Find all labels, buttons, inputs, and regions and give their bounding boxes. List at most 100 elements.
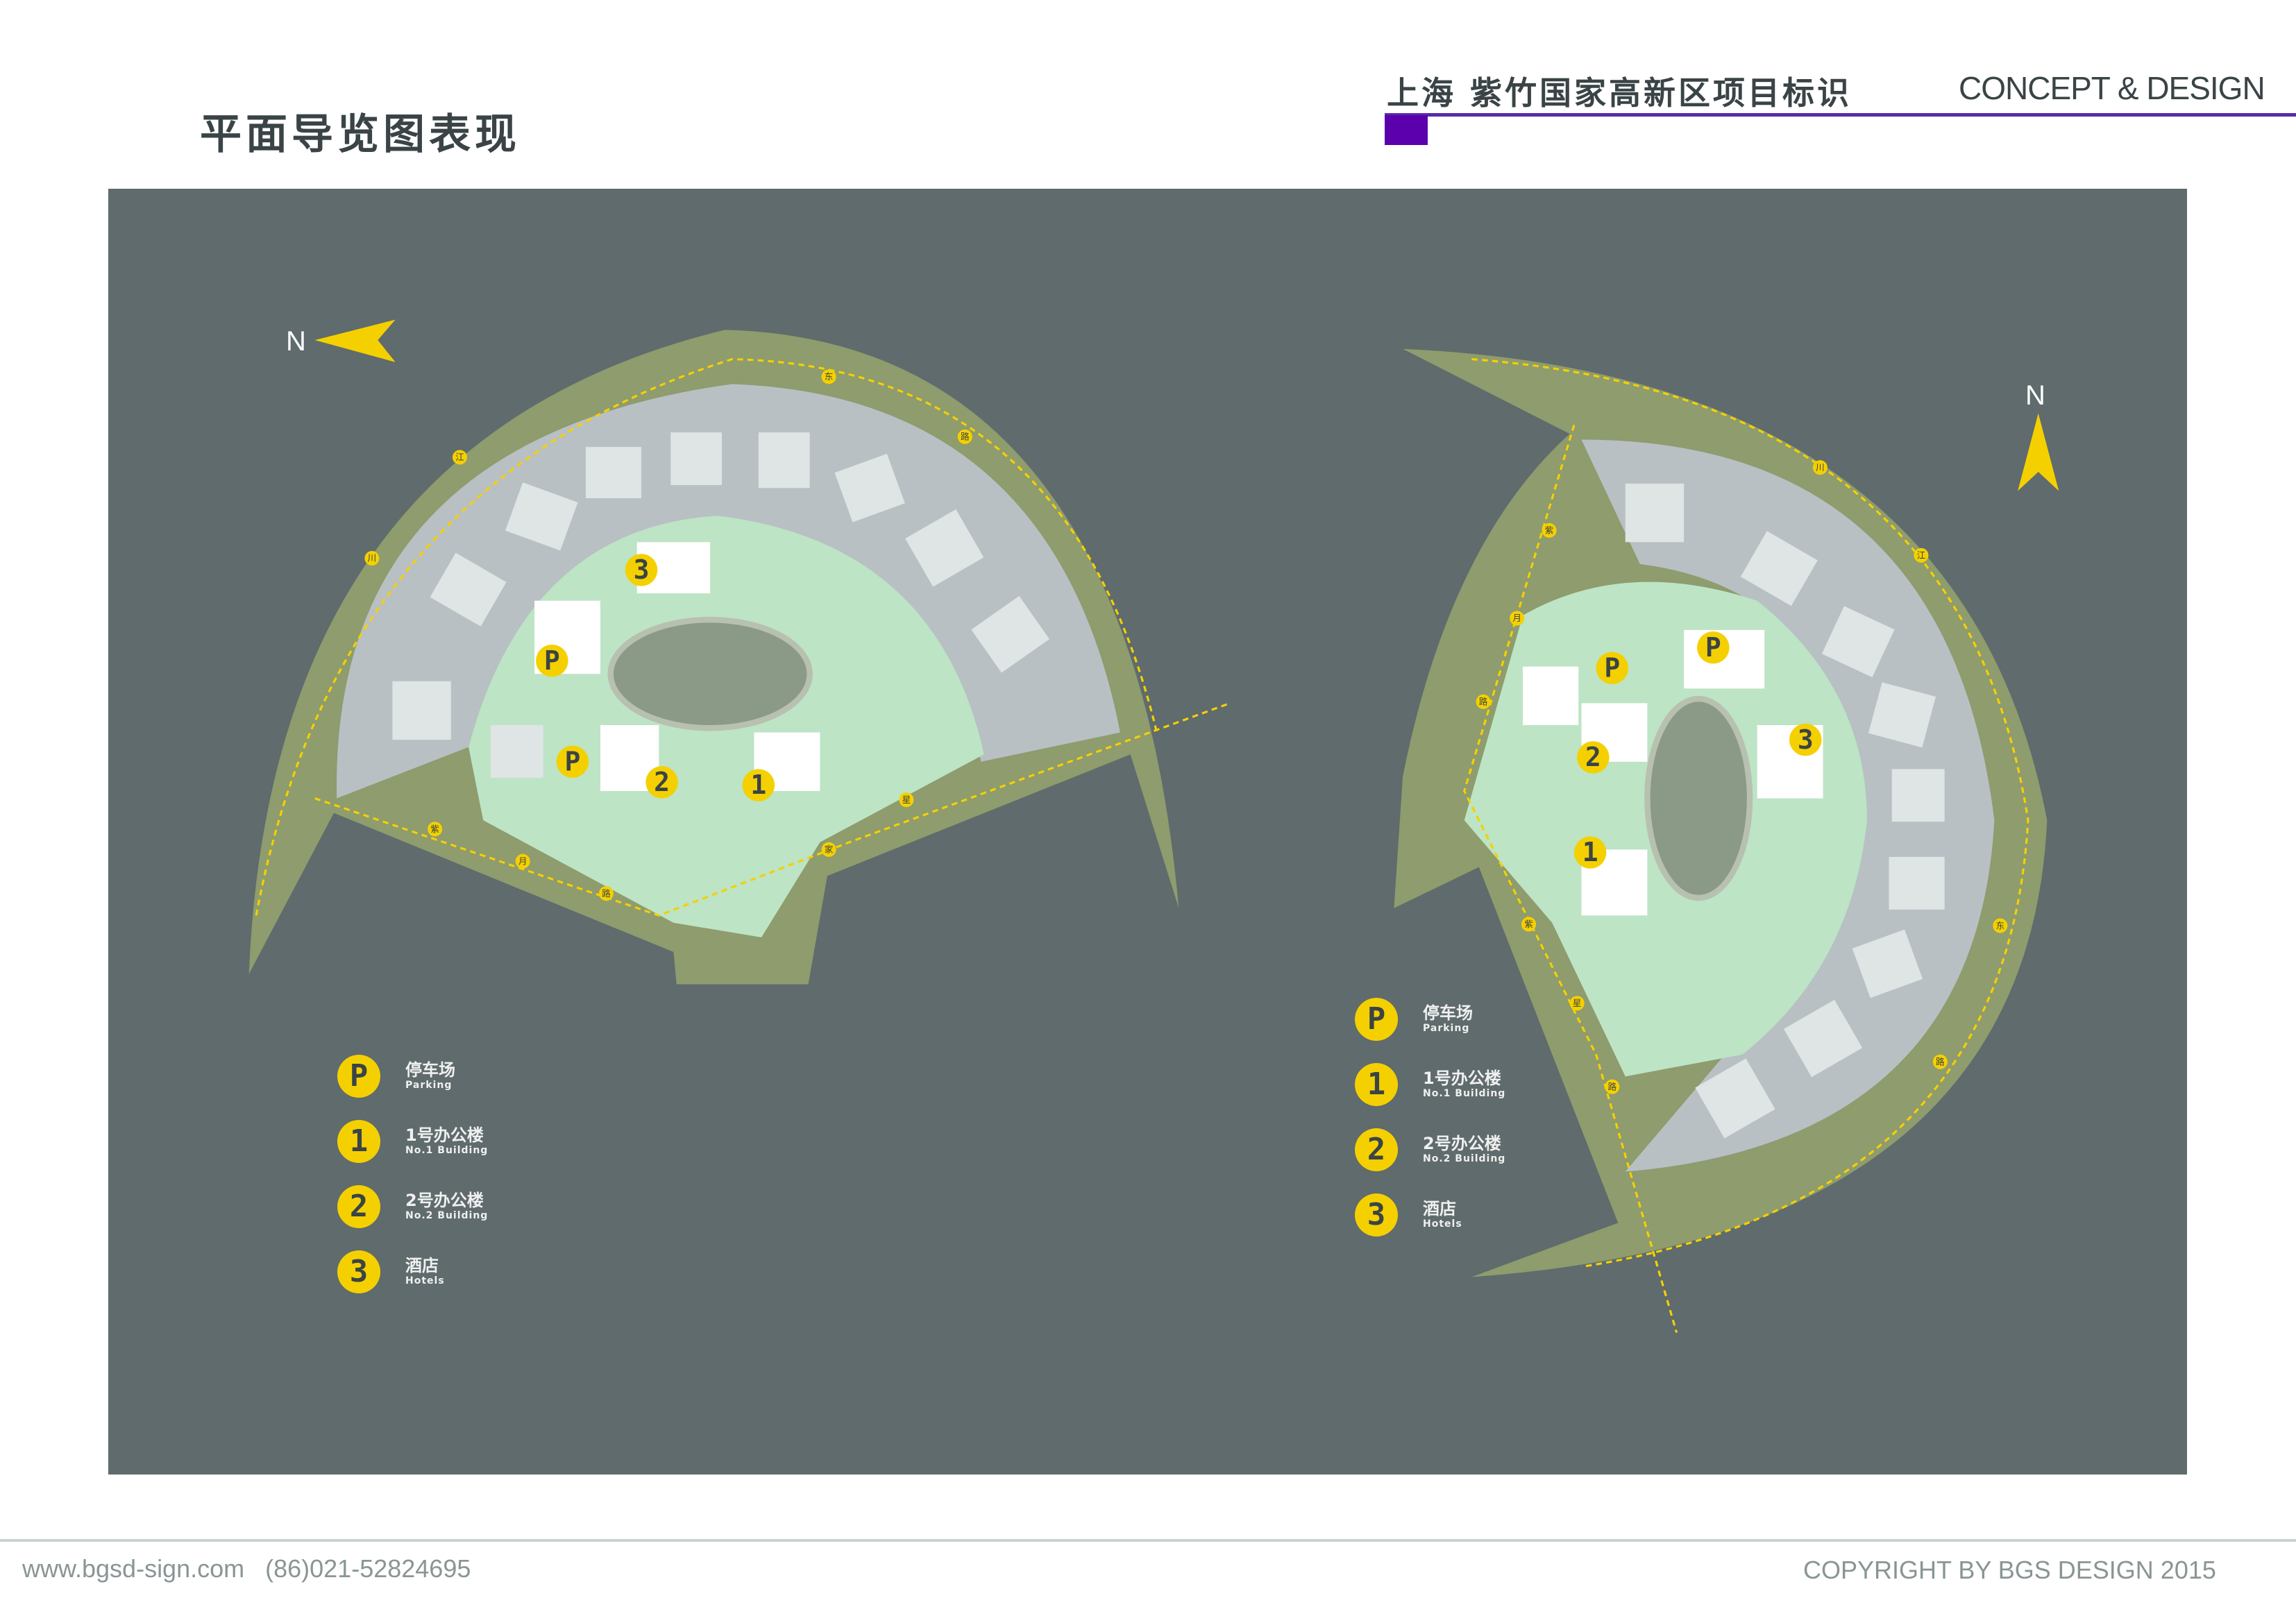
- svg-text:3: 3: [634, 554, 650, 585]
- road-label: 路: [1476, 694, 1491, 709]
- legend-label: 1号办公楼: [405, 1125, 484, 1145]
- svg-text:P: P: [564, 746, 580, 776]
- legend-sublabel: No.1 Building: [405, 1145, 489, 1156]
- road-label: 路: [1932, 1054, 1948, 1069]
- road-label: 川: [364, 550, 380, 566]
- left-central-plaza: [607, 616, 813, 731]
- concept-design-label: CONCEPT & DESIGN: [1959, 70, 2265, 106]
- legend-sublabel: No.2 Building: [1423, 1153, 1506, 1164]
- svg-text:紫: 紫: [430, 824, 439, 834]
- svg-text:1: 1: [750, 770, 766, 800]
- svg-text:江: 江: [1917, 550, 1926, 561]
- hotel-icon: 3: [1355, 1193, 1398, 1237]
- svg-text:紫: 紫: [1545, 525, 1554, 536]
- svg-text:星: 星: [902, 794, 911, 805]
- road-label: 东: [1993, 918, 2008, 933]
- road-label: 月: [1510, 611, 1525, 626]
- svg-text:路: 路: [602, 888, 611, 899]
- legend-label: 2号办公楼: [1423, 1134, 1501, 1153]
- left-site-map: [248, 330, 1231, 985]
- left-marker-hotel[interactable]: 3: [625, 554, 658, 586]
- parking-icon: P: [1355, 998, 1398, 1041]
- legend-label: 2号办公楼: [405, 1191, 484, 1210]
- svg-text:路: 路: [1936, 1056, 1945, 1067]
- north-label-right: N: [2025, 380, 2045, 411]
- svg-text:东: 东: [825, 371, 834, 382]
- header-divider: [1385, 113, 2296, 117]
- legend-sublabel: Hotels: [405, 1275, 445, 1286]
- svg-text:紫: 紫: [1524, 919, 1533, 929]
- legend-sublabel: No.1 Building: [1423, 1088, 1506, 1099]
- road-label: 江: [1914, 547, 1929, 563]
- svg-text:路: 路: [961, 432, 970, 442]
- legend-sublabel: Hotels: [1423, 1218, 1462, 1230]
- footer-contact: www.bgsd-sign.com (86)021-52824695: [22, 1554, 471, 1583]
- building-1-icon: 1: [337, 1120, 380, 1163]
- svg-text:2: 2: [1585, 742, 1601, 772]
- road-label: 紫: [1542, 522, 1557, 538]
- parking-icon: P: [337, 1055, 380, 1098]
- right-marker-building-1[interactable]: 1: [1573, 836, 1607, 869]
- road-label: 川: [1812, 460, 1827, 475]
- road-label: 江: [452, 450, 467, 465]
- left-marker-parking-2[interactable]: P: [556, 745, 589, 778]
- road-label: 路: [598, 886, 614, 901]
- svg-text:家: 家: [825, 844, 834, 855]
- left-marker-building-2[interactable]: 2: [645, 766, 678, 799]
- building-2-icon: 2: [337, 1185, 380, 1228]
- svg-text:P: P: [544, 645, 560, 676]
- road-label: 东: [821, 369, 836, 384]
- footer-divider: [0, 1539, 2296, 1542]
- right-central-plaza: [1644, 695, 1753, 901]
- svg-text:月: 月: [1512, 613, 1521, 623]
- svg-text:江: 江: [455, 452, 464, 462]
- project-title: 上海 紫竹国家高新区项目标识: [1387, 74, 1852, 112]
- svg-text:2: 2: [654, 767, 670, 797]
- road-label: 路: [1605, 1079, 1620, 1094]
- svg-text:P: P: [1705, 632, 1721, 663]
- building-1-icon: 1: [1355, 1063, 1398, 1106]
- north-arrow-right-icon: [2018, 413, 2059, 491]
- svg-text:月: 月: [518, 856, 527, 866]
- legend-sublabel: Parking: [405, 1080, 453, 1091]
- right-marker-hotel[interactable]: 3: [1789, 723, 1822, 756]
- legend-sublabel: No.2 Building: [405, 1210, 489, 1221]
- right-site-map: [1394, 348, 2048, 1333]
- road-label: 紫: [428, 822, 443, 837]
- right-marker-parking-1[interactable]: P: [1697, 631, 1730, 664]
- legend-label: 1号办公楼: [1423, 1069, 1501, 1088]
- road-label: 家: [821, 842, 836, 857]
- road-label: 星: [899, 792, 914, 808]
- north-label-left: N: [286, 326, 306, 357]
- svg-text:东: 东: [1996, 920, 2005, 931]
- legend-sublabel: Parking: [1423, 1023, 1470, 1034]
- road-label: 路: [957, 429, 972, 444]
- legend-label: 停车场: [405, 1060, 455, 1080]
- right-marker-parking-2[interactable]: P: [1596, 652, 1628, 684]
- legend-label: 酒店: [1423, 1199, 1456, 1218]
- left-marker-building-1[interactable]: 1: [742, 769, 775, 801]
- right-marker-building-2[interactable]: 2: [1577, 741, 1610, 774]
- svg-text:3: 3: [1798, 724, 1814, 755]
- svg-text:P: P: [1604, 652, 1620, 683]
- road-label: 月: [515, 853, 530, 869]
- svg-text:1: 1: [1582, 837, 1598, 867]
- svg-text:川: 川: [368, 553, 377, 563]
- svg-text:川: 川: [1816, 462, 1825, 473]
- left-marker-parking-1[interactable]: P: [536, 644, 568, 677]
- svg-text:路: 路: [1607, 1081, 1617, 1091]
- svg-text:路: 路: [1479, 696, 1488, 706]
- road-label: 星: [1569, 996, 1585, 1011]
- page-title: 平面导览图表现: [200, 110, 521, 159]
- accent-block: [1385, 115, 1428, 145]
- legend-label: 停车场: [1423, 1003, 1473, 1023]
